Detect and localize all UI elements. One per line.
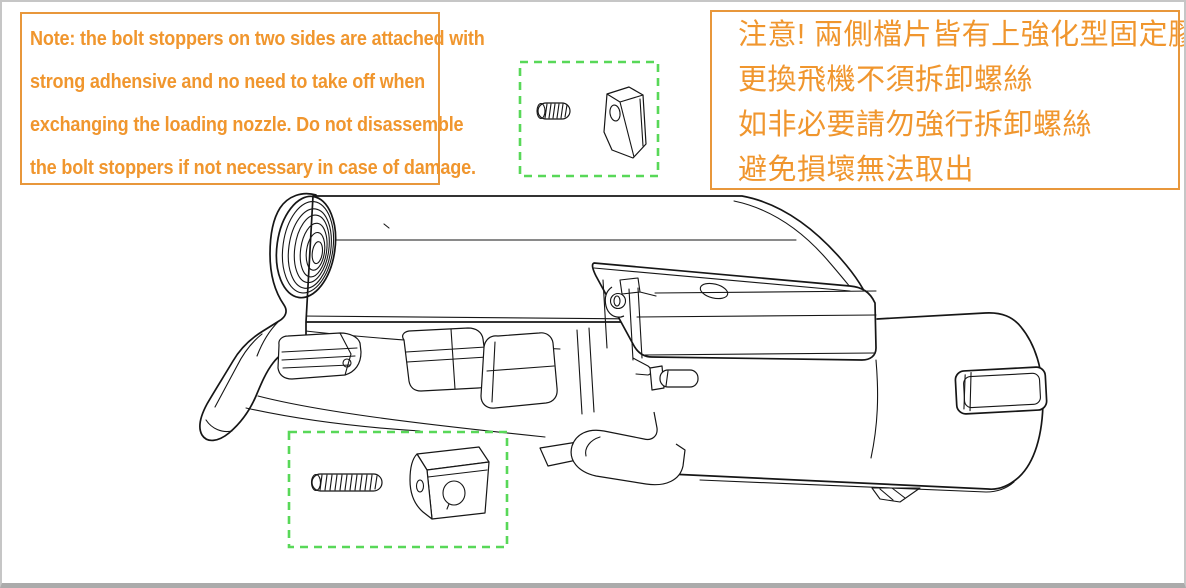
- bolt-cover-panel: [591, 262, 877, 361]
- left-guide-block: [277, 332, 362, 380]
- bolt-stopper-tab-right: [954, 366, 1048, 415]
- bolt-stopper-large: [409, 446, 490, 520]
- bolt-stopper-small: [603, 86, 647, 159]
- english-note-box: Note: the bolt stoppers on two sides are…: [20, 12, 485, 185]
- chinese-note-box: 注意! 兩側檔片皆有上強化型固定膠 更換飛機不須拆卸螺絲 如非必要請勿強行拆卸螺…: [710, 10, 1186, 193]
- english-note-text-4: the bolt stoppers if not necessary in ca…: [30, 156, 476, 179]
- panel-hole: [699, 282, 729, 300]
- chinese-note-text-2: 更換飛機不須拆卸螺絲: [738, 64, 1034, 96]
- chinese-note-line: 避免損壞無法取出: [738, 148, 1174, 193]
- center-block: [402, 327, 489, 392]
- guide-rail: [299, 315, 646, 320]
- set-screw-small: [536, 102, 571, 120]
- english-note-text-3: exchanging the loading nozzle. Do not di…: [30, 113, 464, 136]
- english-note-line: the bolt stoppers if not necessary in ca…: [30, 146, 476, 189]
- set-screw-long: [310, 473, 383, 492]
- chinese-note-text-3: 如非必要請勿強行拆卸螺絲: [738, 109, 1093, 141]
- english-note-line: strong adhensive and no need to take off…: [30, 60, 432, 103]
- english-note-text-2: strong adhensive and no need to take off…: [30, 70, 426, 93]
- recoil-spring-coil: [275, 195, 337, 299]
- middle-rail-bar: [480, 332, 558, 409]
- english-note-line: Note: the bolt stoppers on two sides are…: [30, 17, 485, 60]
- rear-spring-housing: [199, 192, 337, 442]
- side-peg: [649, 365, 699, 391]
- callout-bottom: [287, 430, 509, 549]
- chinese-note-line: 注意! 兩側檔片皆有上強化型固定膠: [738, 13, 1186, 58]
- chinese-note-text-1: 注意! 兩側檔片皆有上強化型固定膠: [738, 19, 1186, 51]
- lower-claw: [539, 411, 686, 486]
- callout-bottom-dashed-box: [287, 430, 509, 549]
- front-bracket: [576, 286, 652, 415]
- bolt-carrier-drawing: [199, 192, 1048, 503]
- chinese-note-text-4: 避免損壞無法取出: [738, 154, 975, 186]
- english-note-line: exchanging the loading nozzle. Do not di…: [30, 103, 464, 146]
- chinese-note-line: 如非必要請勿強行拆卸螺絲: [738, 103, 1174, 148]
- callout-top: [518, 60, 660, 178]
- hatch-wedge: [871, 487, 921, 503]
- chinese-note-line: 更換飛機不須拆卸螺絲: [738, 58, 1174, 103]
- panel-notch: [619, 277, 657, 297]
- english-note-text-1: Note: the bolt stoppers on two sides are…: [30, 27, 485, 50]
